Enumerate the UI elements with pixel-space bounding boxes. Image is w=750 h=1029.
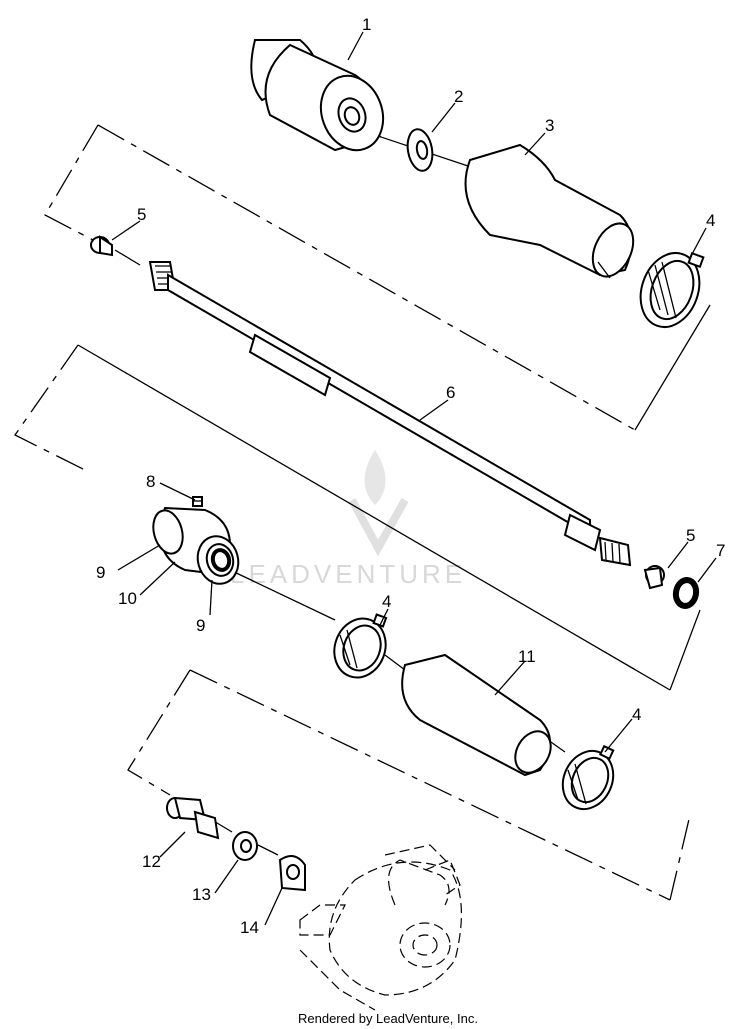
part-1-cylinder (250, 39, 385, 152)
watermark-text: LEADVENTURE (230, 559, 466, 589)
part-13-washer (232, 831, 258, 861)
callout-7: 7 (716, 541, 725, 560)
part-11-sleeve (401, 653, 552, 777)
callout-10: 10 (118, 589, 137, 608)
callout-12: 12 (142, 852, 161, 871)
callout-9-left: 9 (96, 563, 105, 582)
callout-8: 8 (146, 472, 155, 491)
part-4-hose-clamp-middle (333, 613, 388, 679)
part-5-plug-top (90, 235, 113, 257)
callout-11: 11 (518, 647, 536, 666)
leadventure-watermark: LEADVENTURE (230, 450, 466, 589)
part-4-hose-clamp-top (639, 251, 705, 328)
part-10-coupler (152, 506, 240, 585)
part-4-hose-clamp-bottom (561, 744, 615, 811)
callout-4-top: 4 (706, 211, 715, 230)
callout-9-right: 9 (196, 616, 205, 635)
part-7-o-ring (672, 577, 700, 609)
callout-5-top: 5 (137, 205, 146, 224)
part-3-tapered-boot (464, 143, 635, 279)
ghost-housing-reference (299, 844, 462, 1011)
part-12-fitting (166, 796, 220, 840)
callout-2: 2 (454, 87, 463, 106)
callout-leader-lines (111, 31, 717, 926)
part-6-drive-shaft (148, 261, 632, 567)
callout-1: 1 (362, 15, 371, 34)
part-2-washer (406, 128, 434, 172)
part-8-set-screw (192, 496, 203, 507)
part-5-plug-bottom (643, 565, 665, 590)
part-14-bracket (278, 855, 306, 892)
callout-13: 13 (192, 885, 211, 904)
callout-4-middle: 4 (382, 592, 391, 611)
callout-3: 3 (545, 116, 554, 135)
callout-labels: 1 2 3 4 5 6 5 7 8 9 10 9 4 11 4 12 13 14 (96, 15, 725, 937)
rendered-by-footer: Rendered by LeadVenture, Inc. (298, 1011, 478, 1026)
callout-6: 6 (446, 383, 455, 402)
assembly-guide-lines (14, 109, 711, 901)
callout-5-bottom: 5 (686, 526, 695, 545)
callout-4-bottom: 4 (632, 705, 641, 724)
callout-14: 14 (240, 918, 259, 937)
